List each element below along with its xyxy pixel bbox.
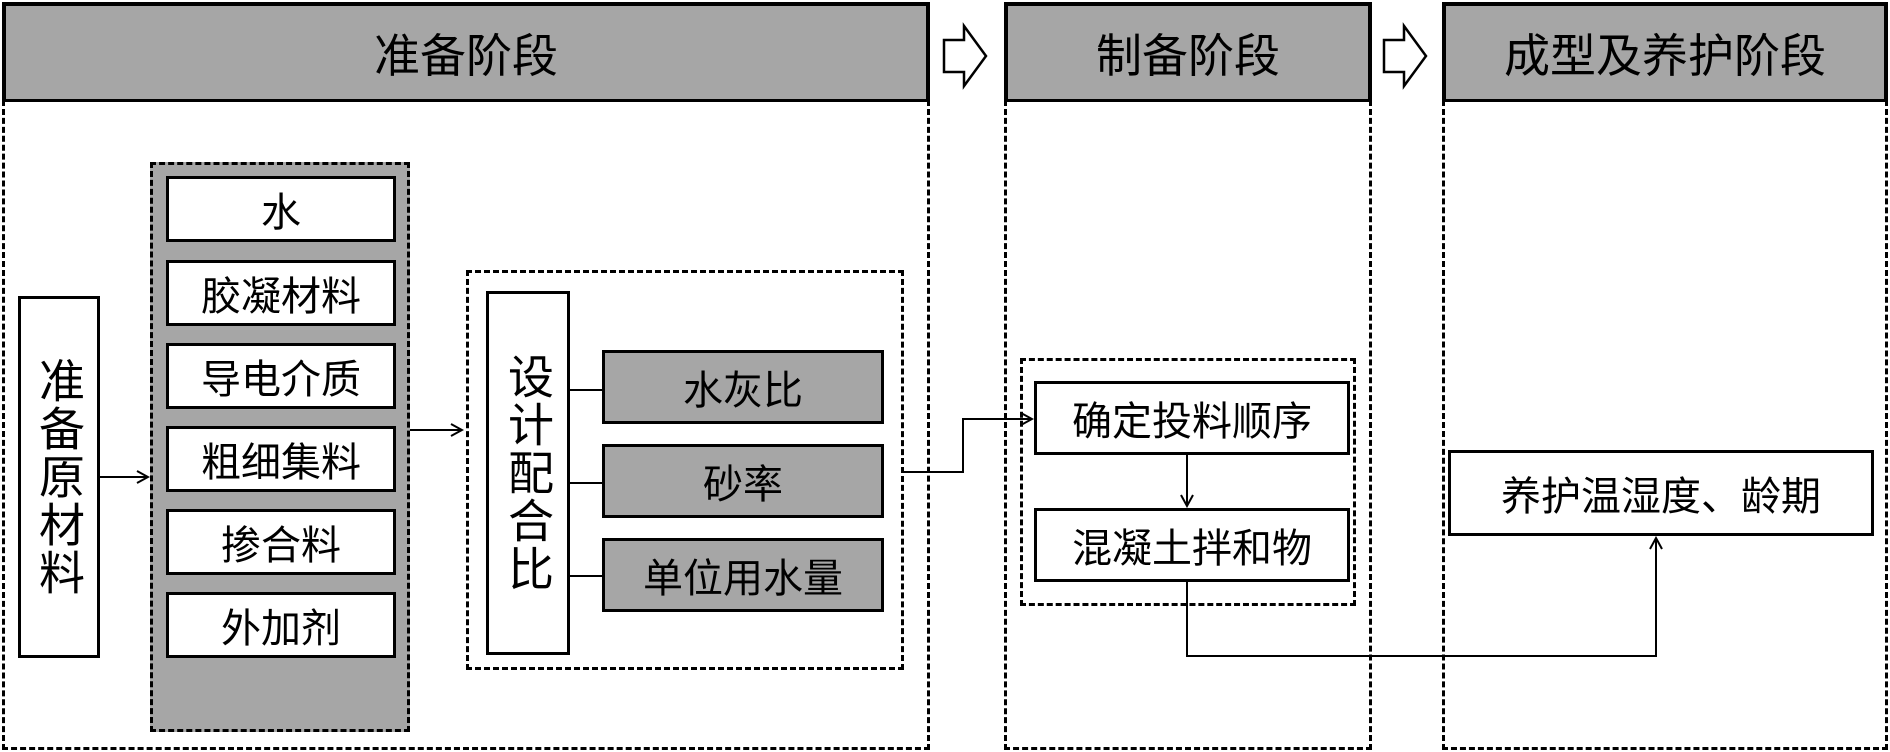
material-label: 导电介质 bbox=[201, 357, 361, 403]
feeding-order-label: 确定投料顺序 bbox=[1072, 399, 1312, 445]
stage-header-cure: 成型及养护阶段 bbox=[1442, 2, 1888, 102]
raw-materials-label: 准备原材料 bbox=[32, 357, 86, 597]
arrow-mixture-to-curing bbox=[1186, 538, 1656, 657]
material-item: 水 bbox=[166, 176, 396, 242]
stage-title-make: 制备阶段 bbox=[1096, 28, 1280, 83]
material-label: 外加剂 bbox=[221, 606, 341, 652]
mix-parameter: 单位用水量 bbox=[602, 538, 884, 612]
stage-panel-make bbox=[1004, 100, 1372, 750]
curing-label: 养护温湿度、龄期 bbox=[1501, 474, 1821, 520]
material-label: 水 bbox=[261, 190, 301, 236]
mix-parameter-label: 砂率 bbox=[703, 462, 783, 508]
concrete-mixture-label: 混凝土拌和物 bbox=[1072, 526, 1312, 572]
material-item: 外加剂 bbox=[166, 592, 396, 658]
mix-parameter-label: 水灰比 bbox=[683, 368, 803, 414]
stage-panel-prep bbox=[2, 100, 930, 750]
raw-materials-box: 准备原材料 bbox=[18, 296, 100, 658]
material-item: 粗细集料 bbox=[166, 426, 396, 492]
stage-title-cure: 成型及养护阶段 bbox=[1504, 28, 1826, 83]
material-label: 胶凝材料 bbox=[201, 274, 361, 320]
curing-box: 养护温湿度、龄期 bbox=[1448, 450, 1874, 536]
stage-header-prep: 准备阶段 bbox=[2, 2, 930, 102]
stage-arrow-icon bbox=[942, 22, 988, 90]
material-label: 粗细集料 bbox=[201, 440, 361, 486]
material-item: 导电介质 bbox=[166, 343, 396, 409]
material-label: 掺合料 bbox=[221, 523, 341, 569]
stage-panel-cure bbox=[1442, 100, 1888, 750]
mix-design-label: 设计配合比 bbox=[501, 353, 555, 593]
concrete-mixture-box: 混凝土拌和物 bbox=[1034, 508, 1350, 582]
arrow-mix-to-feeding bbox=[904, 419, 1032, 473]
stage-header-make: 制备阶段 bbox=[1004, 2, 1372, 102]
feeding-order-box: 确定投料顺序 bbox=[1034, 381, 1350, 455]
material-item: 掺合料 bbox=[166, 509, 396, 575]
material-item: 胶凝材料 bbox=[166, 260, 396, 326]
mix-parameter-label: 单位用水量 bbox=[643, 556, 843, 602]
mix-parameter: 水灰比 bbox=[602, 350, 884, 424]
mix-design-box: 设计配合比 bbox=[486, 291, 570, 655]
stage-arrow-icon bbox=[1382, 22, 1428, 90]
mix-parameter: 砂率 bbox=[602, 444, 884, 518]
mix-design-group bbox=[466, 270, 904, 670]
stage-title-prep: 准备阶段 bbox=[374, 28, 558, 83]
